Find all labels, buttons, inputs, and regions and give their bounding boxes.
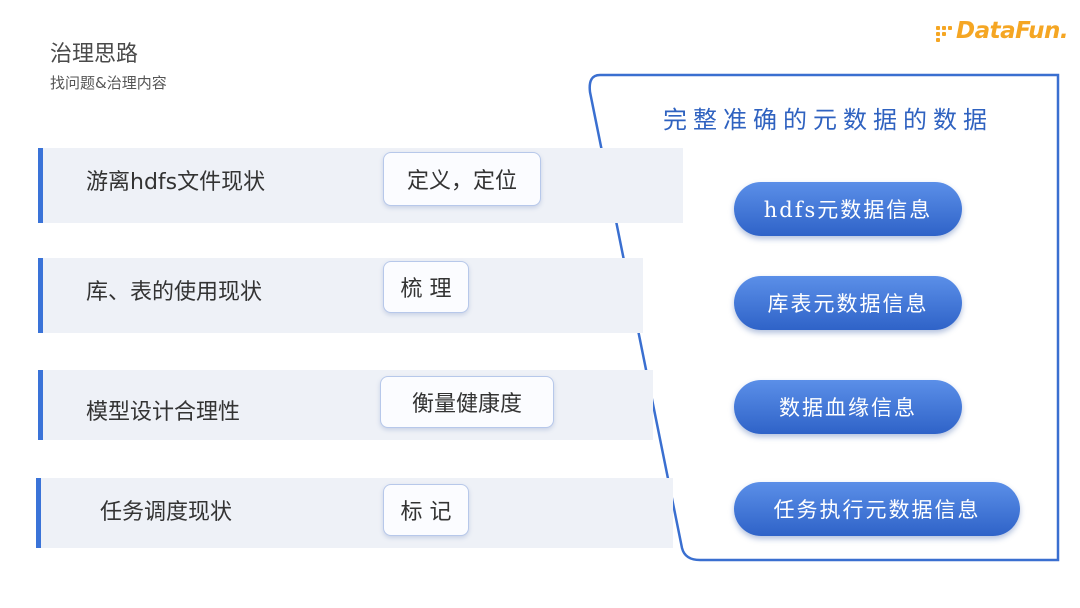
panel-title: 完整准确的元数据的数据 xyxy=(663,106,993,134)
metadata-pill-hdfs: hdfs元数据信息 xyxy=(734,182,962,236)
metadata-pill-task: 任务执行元数据信息 xyxy=(734,482,1020,536)
issue-row-hdfs xyxy=(38,148,683,223)
metadata-pill-table: 库表元数据信息 xyxy=(734,276,962,330)
issue-label-scheduling: 任务调度现状 xyxy=(100,500,233,525)
page-subtitle: 找问题&治理内容 xyxy=(50,74,167,92)
metadata-pill-lineage: 数据血缘信息 xyxy=(734,380,962,434)
datafun-logo: DataFun. xyxy=(936,18,1069,48)
issue-row-scheduling xyxy=(36,478,673,548)
issue-label-model-design: 模型设计合理性 xyxy=(86,400,241,425)
action-tag-mark: 标 记 xyxy=(383,484,469,536)
action-tag-health: 衡量健康度 xyxy=(380,376,554,428)
action-tag-sort: 梳 理 xyxy=(383,261,469,313)
logo-text: DataFun. xyxy=(956,18,1069,44)
issue-label-hdfs: 游离hdfs文件现状 xyxy=(86,170,266,195)
logo-dots-icon xyxy=(936,26,952,42)
action-tag-define: 定义，定位 xyxy=(383,152,541,206)
page-title: 治理思路 xyxy=(50,42,139,67)
issue-label-table-usage: 库、表的使用现状 xyxy=(86,280,263,305)
issue-row-table-usage xyxy=(38,258,643,333)
